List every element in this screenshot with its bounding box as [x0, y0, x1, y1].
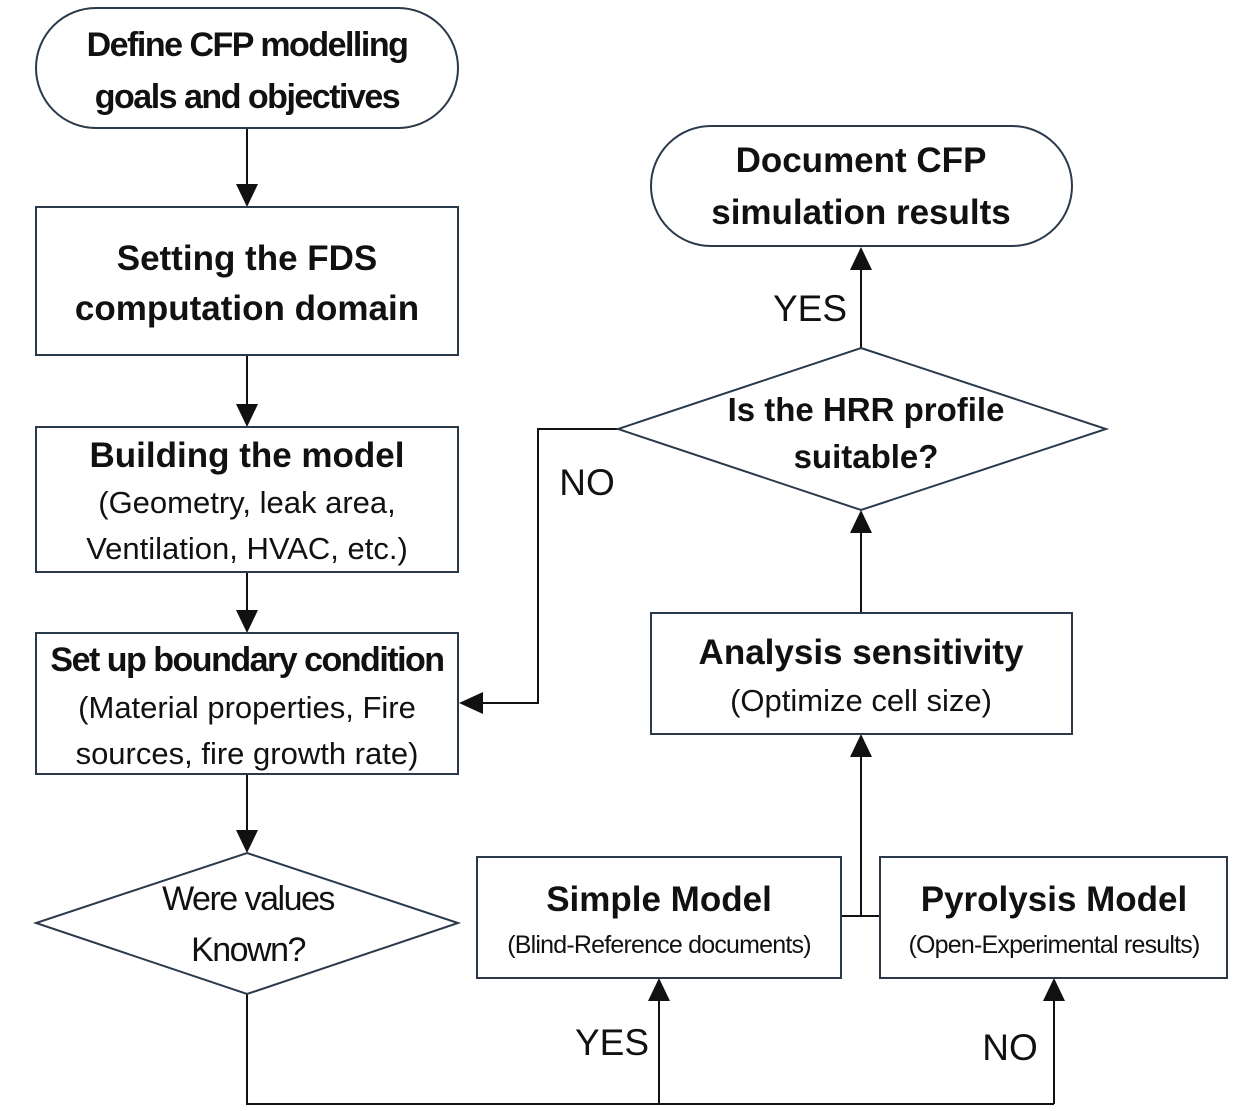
arrowhead-domain: [236, 184, 258, 207]
arrowhead-sensitivity: [850, 734, 872, 757]
boundary-node: Set up boundary condition (Material prop…: [35, 632, 459, 775]
end-node: Document CFP simulation results: [650, 125, 1073, 247]
pyrolysis-title: Pyrolysis Model: [921, 880, 1187, 919]
end-line-1: Document CFP: [736, 141, 987, 180]
hrr-node: Is the HRR profile suitable?: [614, 346, 1110, 512]
pyrolysis-node: Pyrolysis Model (Open-Experimental resul…: [879, 856, 1228, 979]
arrowhead-known: [236, 830, 258, 853]
connectors: [236, 128, 1065, 1105]
known-line-1: Were values: [162, 880, 334, 918]
arrowhead-model: [236, 404, 258, 427]
line-known-bottom: [246, 994, 1054, 1105]
start-line-1: Define CFP modelling: [87, 26, 408, 64]
sensitivity-subtitle: (Optimize cell size): [730, 683, 992, 718]
domain-line-2: computation domain: [75, 289, 419, 328]
label-hrr-no: NO: [559, 462, 615, 503]
known-line-2: Known?: [191, 931, 305, 969]
known-diamond: [32, 851, 462, 996]
simple-subtitle: (Blind-Reference documents): [507, 931, 811, 959]
arrowhead-hrr: [850, 510, 872, 533]
start-terminator: [35, 7, 459, 129]
arrowhead-simple: [648, 978, 670, 1001]
domain-box: [35, 206, 459, 356]
simple-box: [476, 856, 842, 979]
model-node: Building the model (Geometry, leak area,…: [35, 426, 459, 573]
boundary-title: Set up boundary condition: [50, 641, 443, 679]
boundary-line-1: (Material properties, Fire: [78, 690, 416, 725]
model-line-1: (Geometry, leak area,: [98, 485, 395, 520]
model-box: [35, 426, 459, 573]
arrowhead-pyrolysis: [1043, 978, 1065, 1001]
simple-title: Simple Model: [546, 880, 772, 919]
hrr-line-1: Is the HRR profile: [728, 391, 1005, 428]
domain-line-1: Setting the FDS: [117, 239, 378, 278]
line-hrr-no-to-boundary: [478, 428, 618, 704]
model-title: Building the model: [90, 436, 405, 475]
sensitivity-title: Analysis sensitivity: [699, 633, 1024, 672]
sensitivity-node: Analysis sensitivity (Optimize cell size…: [650, 612, 1073, 735]
boundary-box: [35, 632, 459, 775]
domain-node: Setting the FDS computation domain: [35, 206, 459, 356]
label-known-no: NO: [982, 1027, 1038, 1068]
hrr-line-2: suitable?: [794, 438, 939, 475]
known-node: Were values Known?: [32, 851, 462, 996]
boundary-line-2: sources, fire growth rate): [76, 736, 419, 771]
end-line-2: simulation results: [711, 193, 1011, 232]
end-terminator: [650, 125, 1073, 247]
arrowhead-boundary-loop: [459, 692, 483, 714]
sensitivity-box: [650, 612, 1073, 735]
start-node: Define CFP modelling goals and objective…: [35, 7, 459, 129]
pyrolysis-box: [879, 856, 1228, 979]
pyrolysis-subtitle: (Open-Experimental results): [908, 931, 1199, 959]
hrr-diamond: [614, 346, 1110, 512]
start-line-2: goals and objectives: [95, 78, 400, 116]
arrowhead-boundary: [236, 610, 258, 633]
label-hrr-yes: YES: [773, 288, 847, 329]
label-known-yes: YES: [575, 1022, 649, 1063]
model-line-2: Ventilation, HVAC, etc.): [86, 531, 408, 566]
simple-node: Simple Model (Blind-Reference documents): [476, 856, 842, 979]
arrowhead-end: [850, 247, 872, 270]
